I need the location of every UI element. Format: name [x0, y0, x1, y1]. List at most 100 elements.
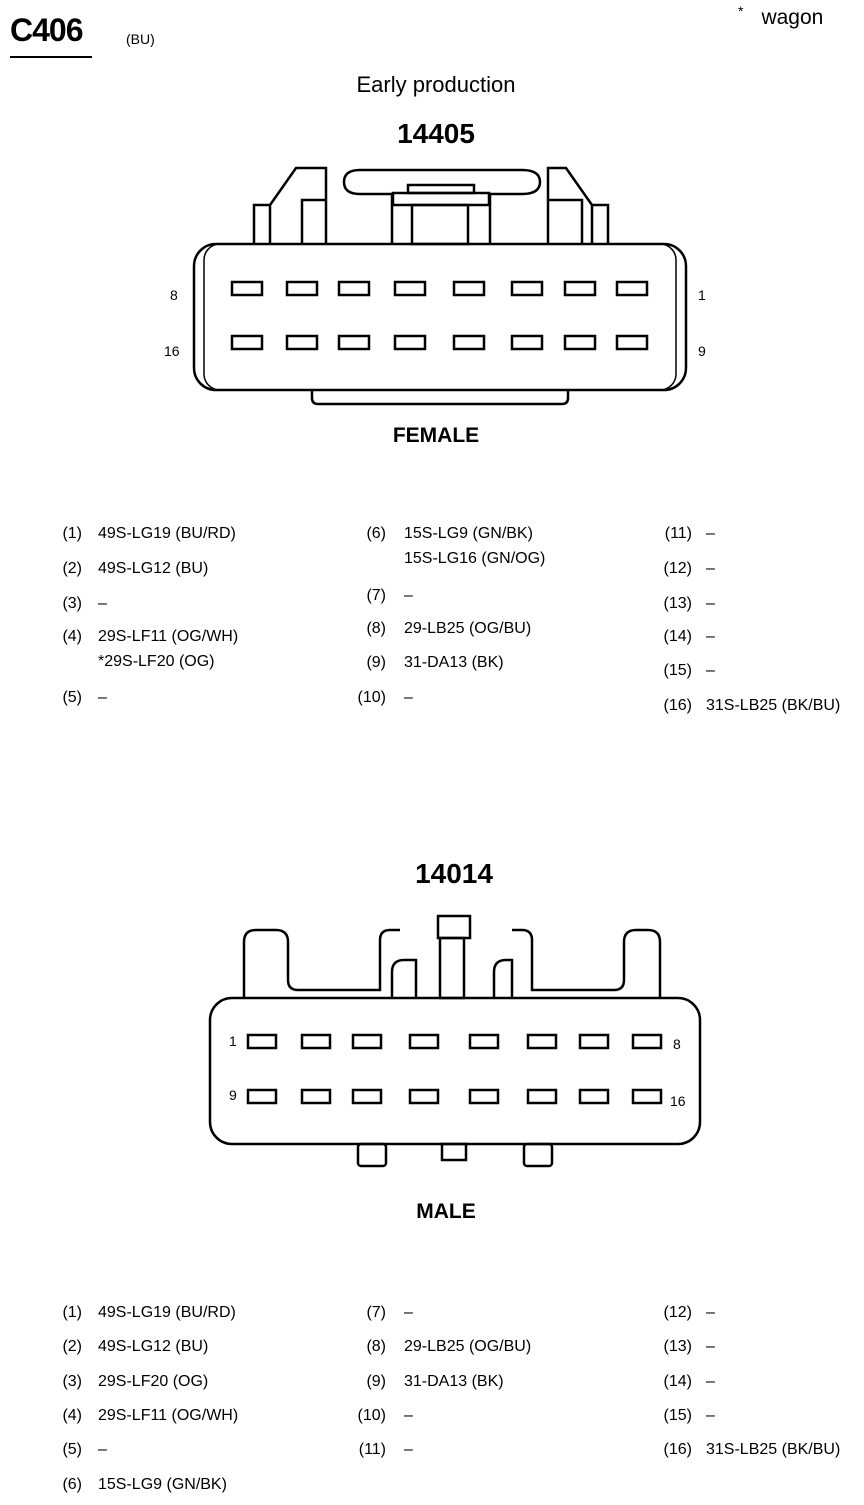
male-pin-number: (6) — [62, 1476, 82, 1493]
male-pin-number: (13) — [663, 1338, 692, 1355]
female-pin-cavity — [285, 280, 319, 297]
female-circuit-label: 29-LB25 (OG/BU) — [404, 620, 532, 637]
female-pin-row: (5)– — [56, 688, 107, 707]
male-pin-row: (4) 29S-LF11 (OG/WH) — [56, 1406, 238, 1425]
male-pin-row: (7) – — [352, 1303, 413, 1322]
male-pin-number: (7) — [366, 1304, 386, 1321]
male-bottom-tab-center — [440, 1142, 468, 1162]
female-pin-number: (15) — [663, 662, 692, 679]
female-pin-number: (1) — [62, 525, 82, 542]
female-circuit-label: – — [706, 525, 715, 542]
female-pin-cavity — [337, 334, 371, 351]
male-pin-cavity — [300, 1033, 332, 1050]
male-pin-number: (4) — [62, 1407, 82, 1424]
male-pin-cavity — [351, 1088, 383, 1105]
male-right-bottom-pin-number: 16 — [670, 1093, 686, 1109]
male-circuit-label: – — [706, 1373, 715, 1390]
male-center-key — [436, 914, 472, 940]
female-pin-cavity — [510, 280, 544, 297]
female-pin-number: (5) — [62, 689, 82, 706]
male-pin-number: (1) — [62, 1304, 82, 1321]
female-pin-row: (9)31-DA13 (BK) — [352, 653, 503, 672]
female-circuit-label: – — [98, 595, 107, 612]
male-circuit-label: 31-DA13 (BK) — [404, 1373, 504, 1390]
male-pin-number: (8) — [366, 1338, 386, 1355]
female-pin-row: (11)– — [650, 524, 715, 543]
male-pin-row: (2)49S-LG12 (BU) — [56, 1337, 208, 1356]
female-pin-row: (15)– — [650, 661, 715, 680]
female-label: FEMALE — [392, 424, 480, 447]
female-pin-number: (8) — [366, 620, 386, 637]
male-pin-cavities — [246, 1033, 663, 1105]
male-circuit-label: 29S-LF11 (OG/WH) — [98, 1407, 239, 1424]
male-circuit-label: 29S-LF20 (OG) — [98, 1373, 209, 1390]
footnote: *wagon — [738, 3, 823, 30]
female-pin-number: (7) — [366, 587, 386, 604]
female-pin-number: (9) — [366, 654, 386, 671]
male-pin-cavity — [408, 1033, 440, 1050]
male-pin-cavity — [578, 1088, 610, 1105]
female-part-number: 14405 — [397, 118, 475, 149]
female-pin-number: (16) — [663, 697, 692, 714]
female-circuit-label: 29S-LF11 (OG/WH) — [98, 628, 239, 645]
male-label: MALE — [416, 1200, 476, 1223]
male-pin-number: (9) — [366, 1373, 386, 1390]
female-pin-row: (6)15S-LG9 (GN/BK)15S-LG16 (GN/OG) — [352, 524, 545, 568]
female-pin-cavity — [285, 334, 319, 351]
female-pin-number: (13) — [663, 595, 692, 612]
female-pin-cavity — [393, 334, 427, 351]
male-pin-cavity — [631, 1033, 663, 1050]
female-left-bottom-pin-number: 16 — [164, 343, 180, 359]
female-pin-row: (13)– — [650, 594, 715, 613]
male-pin-number: (11) — [358, 1441, 386, 1458]
male-pin-cavity — [408, 1088, 440, 1105]
female-body — [192, 242, 688, 392]
female-circuit-label: – — [706, 560, 715, 577]
male-circuit-label: 29-LB25 (OG/BU) — [404, 1338, 532, 1355]
male-pin-number: (2) — [62, 1338, 82, 1355]
male-pin-number: (16) — [663, 1441, 692, 1458]
female-circuit-label: – — [706, 628, 715, 645]
male-pin-number: (15) — [663, 1407, 692, 1424]
male-pin-cavity — [526, 1088, 558, 1105]
footnote-symbol: * — [738, 3, 744, 19]
male-pin-row: (11)– — [352, 1440, 413, 1459]
male-pin-cavity — [631, 1088, 663, 1105]
female-left-latch — [252, 166, 328, 244]
female-pin-cavity — [563, 280, 597, 297]
female-pin-row: (14)– — [650, 627, 715, 646]
female-pin-row: (10)– — [352, 688, 413, 707]
female-pin-row: (2)49S-LG12 (BU) — [56, 559, 208, 578]
female-pin-cavity — [452, 280, 486, 297]
female-circuit-label: 15S-LG9 (GN/BK) — [404, 525, 533, 542]
female-right-top-pin-number: 1 — [698, 287, 706, 303]
male-pin-row: (16)31S-LB25 (BK/BU) — [650, 1440, 841, 1459]
female-body-inner — [203, 243, 677, 391]
male-pin-number: (14) — [663, 1373, 692, 1390]
female-circuit-label: 15S-LG16 (GN/OG) — [404, 550, 546, 567]
connector-id: C406 — [10, 12, 83, 48]
female-pin-row: (4)29S-LF11 (OG/WH)*29S-LF20 (OG) — [56, 627, 238, 671]
female-circuit-label: – — [404, 587, 413, 604]
male-circuit-label: 15S-LG9 (GN/BK) — [98, 1476, 227, 1493]
female-pin-number: (4) — [62, 628, 82, 645]
male-pin-row: (8) 29-LB25 (OG/BU) — [352, 1337, 531, 1356]
female-circuit-label: – — [98, 689, 107, 706]
female-pin-row: (3)– — [56, 594, 107, 613]
female-center-key-stem — [410, 203, 470, 246]
male-pin-row: (12)– — [650, 1303, 715, 1322]
female-pin-cavities — [230, 280, 649, 351]
male-circuit-label: – — [404, 1304, 413, 1321]
female-pin-number: (3) — [62, 595, 82, 612]
female-top-tab — [406, 183, 476, 195]
female-pin-cavity — [510, 334, 544, 351]
male-part-number: 14014 — [415, 858, 493, 889]
male-pin-number: (5) — [62, 1441, 82, 1458]
male-pin-row: (13)– — [650, 1337, 715, 1356]
male-pin-number: (10) — [357, 1407, 386, 1424]
male-connector-diagram — [208, 914, 702, 1168]
female-pin-row: (8) 29-LB25 (OG/BU) — [352, 619, 531, 638]
female-pin-number: (11) — [664, 525, 692, 542]
female-pin-row: (12)– — [650, 559, 715, 578]
female-connector-diagram — [192, 166, 688, 406]
